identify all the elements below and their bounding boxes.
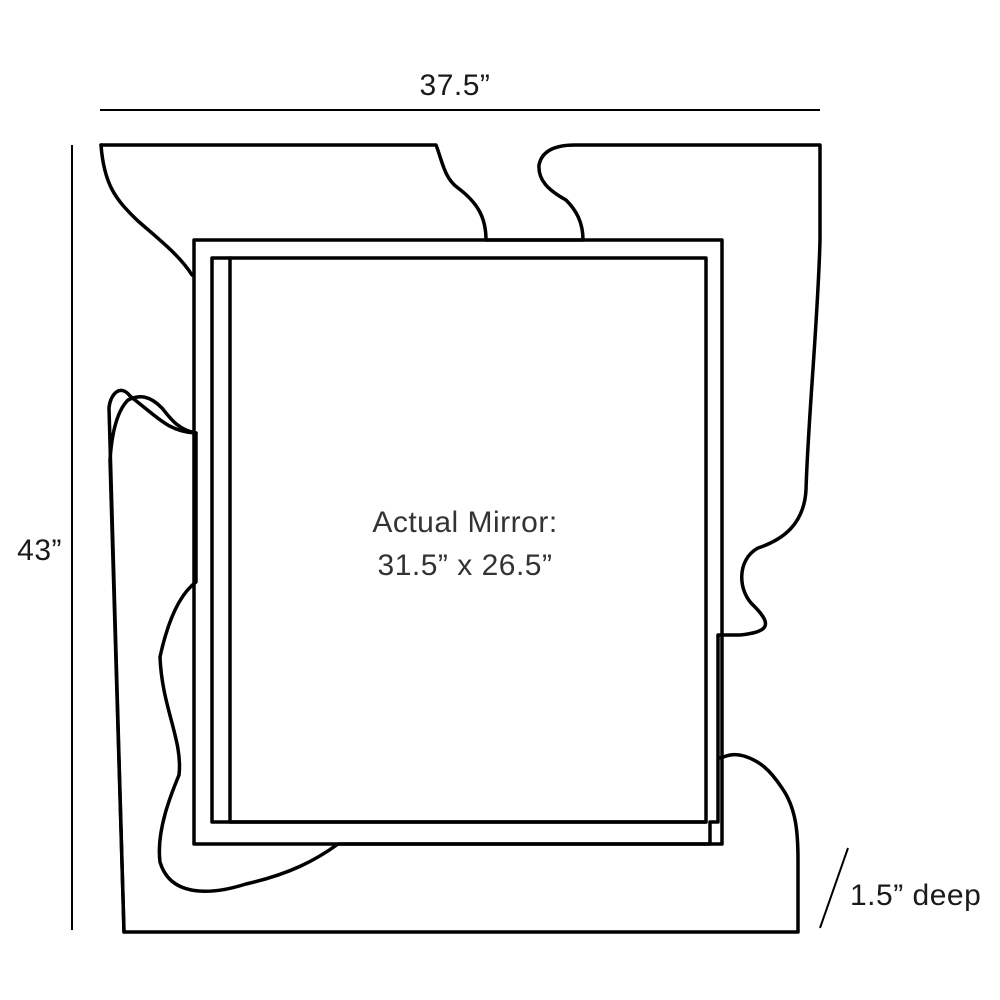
mirror-glass-inset <box>228 256 708 824</box>
mirror-size-label-line1: Actual Mirror: <box>372 506 557 539</box>
depth-indicator-line <box>819 847 849 929</box>
frame-left-upper-edge <box>99 143 194 277</box>
frame-left-mid-bump <box>108 394 198 934</box>
organic-frame-outline <box>99 143 822 934</box>
height-label: 43” <box>17 534 62 567</box>
width-label: 37.5” <box>420 69 491 102</box>
mirror-glass-inner <box>210 256 708 824</box>
mirror-frame-outer <box>192 238 724 846</box>
mirror-size-label-line2: 31.5” x 26.5” <box>378 549 553 582</box>
depth-label: 1.5” deep <box>850 879 981 912</box>
